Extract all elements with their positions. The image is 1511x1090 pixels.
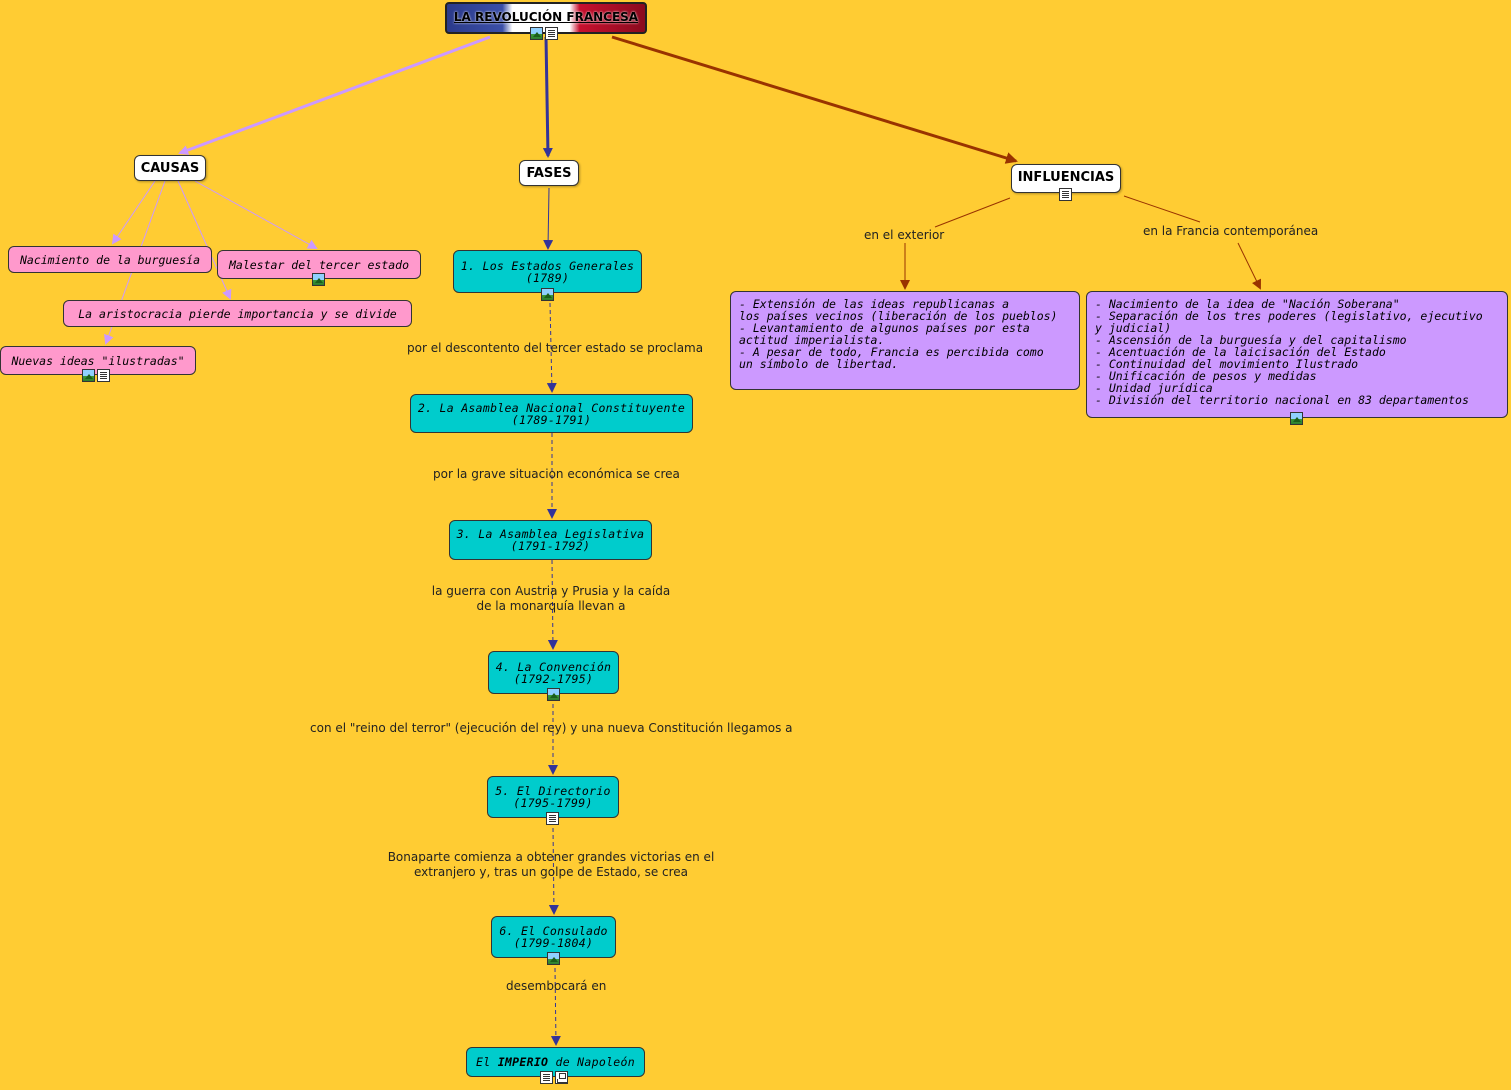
- fase-1-title: 1. Los Estados Generales: [460, 258, 635, 273]
- fase-5-years: (1795-1799): [513, 796, 593, 810]
- malestar-resource-icons: [312, 273, 325, 286]
- link-label-francia: en la Francia contemporánea: [1143, 224, 1319, 238]
- title-resource-icons: [530, 27, 558, 40]
- fase-4-title: 4. La Convención: [495, 659, 612, 674]
- causa-malestar-label: Malestar del tercer estado: [228, 257, 409, 272]
- fases-node[interactable]: FASES: [519, 160, 579, 186]
- document-resource-icon[interactable]: [540, 1071, 553, 1084]
- fase-3-title: 3. La Asamblea Legislativa: [456, 527, 645, 541]
- link-causas-malestar: [194, 180, 318, 249]
- link-label-3-line-1: la guerra con Austria y Prusia y la caíd…: [431, 584, 671, 598]
- link-label-6: desembocará en: [506, 979, 607, 993]
- francia-resource-icons: [1290, 412, 1303, 425]
- link-label-2: por la grave situacion económica se crea: [433, 467, 680, 481]
- fase-1-years: (1789): [525, 270, 570, 285]
- fase-2-title: 2. La Asamblea Nacional Constituyente: [417, 400, 686, 415]
- link-label-4: con el "reino del terror" (ejecución del…: [310, 721, 793, 735]
- fase-5-node[interactable]: 5. El Directorio (1795-1799): [487, 776, 619, 818]
- link-label-5-line-2: extranjero y, tras un golpe de Estado, s…: [413, 865, 689, 879]
- causa-burguesia-label: Nacimiento de la burguesía: [19, 252, 200, 267]
- image-resource-icon[interactable]: [530, 27, 543, 40]
- imperio-bold: IMPERIO: [497, 1055, 549, 1069]
- fase-5-title: 5. El Directorio: [495, 784, 611, 798]
- link-title-fases: [542, 36, 553, 158]
- link-fase3-fase4: [547, 559, 558, 650]
- page-title: LA REVOLUCIÓN FRANCESA: [453, 10, 639, 24]
- link-label-3: la guerra con Austria y Prusia y la caíd…: [420, 584, 682, 614]
- causas-label: CAUSAS: [140, 160, 200, 176]
- image-resource-icon[interactable]: [547, 952, 560, 965]
- document-resource-icon[interactable]: [546, 812, 559, 825]
- link-causas-burguesia: [111, 180, 156, 245]
- imperio-pre: El: [476, 1055, 498, 1069]
- image-resource-icon[interactable]: [82, 369, 95, 382]
- link-influencias-francia-a: [1123, 195, 1201, 223]
- fase-1-node[interactable]: 1. Los Estados Generales (1789): [453, 250, 642, 293]
- causas-node[interactable]: CAUSAS: [134, 155, 206, 181]
- fase-3-years: (1791-1792): [510, 539, 591, 553]
- link-title-influencias: [611, 35, 1018, 164]
- fase-6-resource-icons: [547, 952, 560, 965]
- image-resource-icon[interactable]: [312, 273, 325, 286]
- influencias-exterior-node[interactable]: - Extensión de las ideas republicanas a …: [730, 291, 1080, 390]
- link-label-3-line-2: de la monarquía llevan a: [476, 599, 626, 613]
- link-influencias-francia-b: [1237, 242, 1261, 290]
- link-label-1: por el descontento del tercer estado se …: [407, 341, 704, 355]
- fase-4-resource-icons: [547, 688, 560, 701]
- imperio-post: de Napoleón: [548, 1055, 635, 1069]
- document-resource-icon[interactable]: [97, 369, 110, 382]
- link-label-5-line-1: Bonaparte comienza a obtener grandes vic…: [387, 850, 715, 864]
- image-resource-icon[interactable]: [547, 688, 560, 701]
- fase-6-title: 6. El Consulado: [499, 924, 608, 938]
- fase-4-years: (1792-1795): [513, 671, 594, 686]
- link-causas-aristocracia: [177, 180, 232, 300]
- link-fase6-imperio: [550, 967, 561, 1046]
- causa-burguesia-node[interactable]: Nacimiento de la burguesía: [8, 246, 212, 273]
- fase-5-resource-icons: [546, 812, 559, 825]
- ilustradas-resource-icons: [82, 369, 110, 382]
- imperio-resource-icons: [540, 1071, 568, 1084]
- fase-6-node[interactable]: 6. El Consulado (1799-1804): [491, 916, 616, 958]
- fase-2-years: (1789-1791): [511, 412, 592, 427]
- influencias-francia-node[interactable]: - Nacimiento de la idea de "Nación Sober…: [1086, 291, 1508, 418]
- link-label-5: Bonaparte comienza a obtener grandes vic…: [380, 850, 722, 880]
- influencias-resource-icons: [1059, 188, 1072, 201]
- link-fases-1: [543, 187, 554, 250]
- fase-6-years: (1799-1804): [513, 936, 594, 950]
- link-label-exterior: en el exterior: [864, 228, 945, 242]
- fase-1-resource-icons: [541, 288, 554, 301]
- influencias-label: INFLUENCIAS: [1017, 170, 1115, 185]
- fase-4-node[interactable]: 4. La Convención (1792-1795): [488, 651, 619, 694]
- fases-label: FASES: [526, 165, 572, 181]
- link-title-causas: [178, 35, 491, 155]
- link-fase1-fase2: [546, 302, 557, 393]
- image-resource-icon[interactable]: [541, 288, 554, 301]
- document-resource-icon[interactable]: [545, 27, 558, 40]
- fase-2-node[interactable]: 2. La Asamblea Nacional Constituyente (1…: [410, 394, 693, 433]
- link-influencias-exterior-a: [934, 197, 1011, 228]
- causa-ilustradas-label: Nuevas ideas "ilustradas": [11, 353, 185, 368]
- document-resource-icon[interactable]: [1059, 188, 1072, 201]
- causa-aristocracia-label: La aristocracia pierde importancia y se …: [78, 306, 397, 321]
- concept-map-resource-icon[interactable]: [555, 1071, 568, 1084]
- image-resource-icon[interactable]: [1290, 412, 1303, 425]
- fase-3-node[interactable]: 3. La Asamblea Legislativa (1791-1792): [449, 520, 652, 560]
- causa-aristocracia-node[interactable]: La aristocracia pierde importancia y se …: [63, 300, 412, 327]
- link-fase5-fase6: [548, 827, 559, 915]
